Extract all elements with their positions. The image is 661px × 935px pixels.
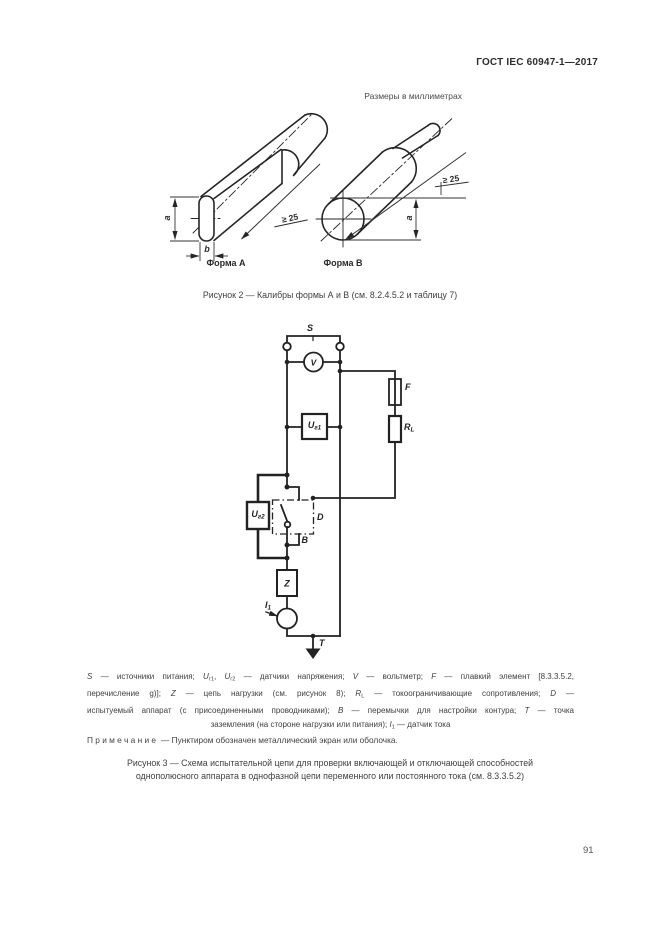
label-s: S	[307, 323, 313, 333]
legend-line: перечисление g)]; Z — цепь нагрузки (см.…	[87, 689, 574, 700]
form-b-dimensions	[330, 152, 467, 241]
legend-line: S — источники питания; Uг1, Uг2 — датчик…	[87, 672, 574, 683]
page-number: 91	[583, 845, 594, 856]
label-ug1: Uг1	[307, 420, 322, 432]
form-a-dimensions	[170, 163, 321, 261]
label-i1: I1	[265, 600, 272, 612]
label-t: T	[319, 638, 326, 648]
earth-symbol	[305, 648, 321, 659]
label-ug2: Uг2	[251, 509, 265, 521]
figure3-caption-line2: однополюсного аппарата в однофазной цепи…	[135, 771, 525, 781]
junction-dots	[284, 359, 343, 659]
legend-line: заземления (на стороне нагрузки или пита…	[210, 719, 451, 731]
label-d: D	[317, 512, 324, 522]
page-header: ГОСТ IEC 60947-1—2017	[476, 57, 598, 68]
form-a-label: Форма А	[206, 258, 246, 268]
label-z: Z	[283, 579, 290, 589]
note-text: — Пунктиром обозначен металлический экра…	[161, 735, 398, 745]
form-b-outline	[315, 118, 453, 248]
figure2-caption: Рисунок 2 — Калибры формы А и В (см. 8.2…	[202, 290, 458, 300]
form-a-dim-a-label: a	[162, 215, 172, 221]
form-a-dim-b-label: b	[204, 244, 210, 254]
screen-enclosure-box	[271, 499, 315, 535]
note-label: П р и м е ч а н и е	[87, 735, 157, 745]
form-b-label: Форма В	[323, 258, 363, 268]
figure3-caption: Рисунок 3 — Схема испытательной цепи для…	[90, 757, 570, 783]
form-a-outline	[190, 112, 329, 242]
label-b: B	[302, 535, 309, 545]
figure3-circuit: S V F D B Z T	[245, 323, 411, 659]
label-v: V	[311, 358, 318, 368]
note: П р и м е ч а н и е — Пунктиром обозначен…	[87, 735, 574, 745]
label-rl: RL	[404, 422, 415, 434]
figure3-legend: S — источники питания; Uг1, Uг2 — датчик…	[87, 670, 574, 735]
legend-line: испытуемый аппарат (с присоединенными пр…	[87, 706, 574, 716]
label-f: F	[405, 382, 411, 392]
figure3-caption-line1: Рисунок 3 — Схема испытательной цепи для…	[126, 758, 534, 768]
units-note: Размеры в миллиметрах	[364, 91, 462, 101]
figure2-drawing	[170, 112, 467, 261]
circuit-wires	[245, 335, 403, 650]
form-b-dim-a-label: a	[404, 215, 414, 221]
